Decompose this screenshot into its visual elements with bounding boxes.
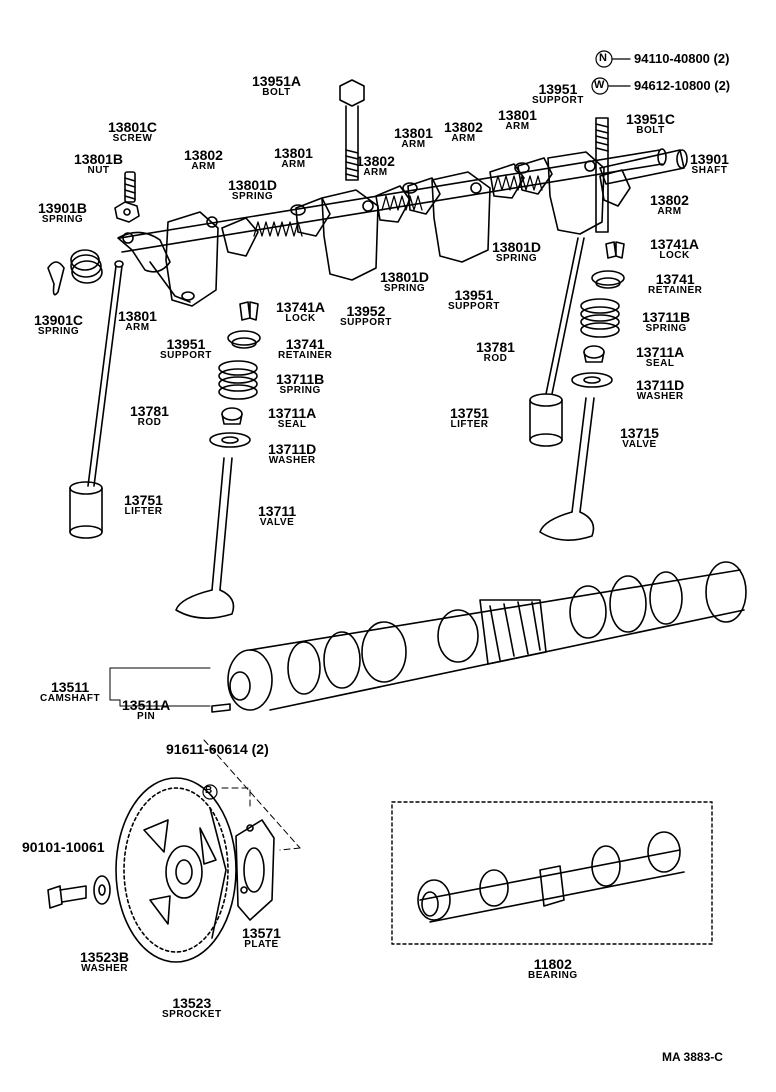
washer-13523B <box>93 875 111 905</box>
legend-symbols <box>202 50 631 800</box>
retainer-left <box>227 330 261 349</box>
pin-13511A <box>211 703 231 713</box>
bolt-13951A <box>339 79 365 181</box>
lifter-13751-left <box>69 481 103 539</box>
lifter-13751-right <box>529 393 563 447</box>
rocker-arms <box>221 157 631 257</box>
label-91611: 91611-60614 (2) <box>166 741 269 757</box>
sprocket-13523 <box>115 777 237 963</box>
support-13952 <box>321 189 379 281</box>
callout-symbol-b: B <box>205 785 213 796</box>
valve-13715 <box>539 397 595 541</box>
washer-13711D-left <box>209 432 251 448</box>
lock-nut-13801B <box>114 201 140 223</box>
valve-13711 <box>175 457 235 619</box>
legend-symbol-n: N <box>599 52 607 64</box>
valve-seal-left <box>221 407 243 425</box>
camshaft-13511 <box>227 561 747 711</box>
rocker-arm-left <box>117 231 195 303</box>
support-13951-right <box>547 151 605 235</box>
plate-13571 <box>235 819 275 921</box>
valve-spring-left <box>218 360 258 400</box>
bolt-13951C <box>595 117 609 233</box>
legend-part-w: 94612-10800 (2) <box>634 78 731 93</box>
retainer-right <box>591 270 625 289</box>
bearing-frame <box>391 801 713 945</box>
support-13951-mid <box>431 171 491 263</box>
clip-13901C <box>47 261 65 296</box>
label-90101: 90101-10061 <box>22 839 105 855</box>
washer-13711D-right <box>571 372 613 388</box>
footer-code: MA 3883-C <box>662 1050 723 1064</box>
bolt-90101 <box>47 885 87 909</box>
valve-lock-right <box>605 241 625 259</box>
bearings-11802 <box>417 831 685 923</box>
valve-lock-left <box>239 301 259 321</box>
pushrod-13781-right <box>545 237 585 395</box>
adjust-screw-13801C <box>124 171 136 203</box>
valve-spring-right <box>580 298 620 338</box>
support-13951-left <box>165 211 219 307</box>
leader-lines <box>109 667 301 851</box>
valve-seal-right <box>583 345 605 363</box>
pushrod-13781-left <box>87 260 124 487</box>
shaft-springs-13801D <box>253 175 543 237</box>
legend-symbol-w: W <box>594 79 605 91</box>
legend-part-n: 94110-40800 (2) <box>634 51 730 66</box>
coil-spring-13901B <box>70 249 103 284</box>
